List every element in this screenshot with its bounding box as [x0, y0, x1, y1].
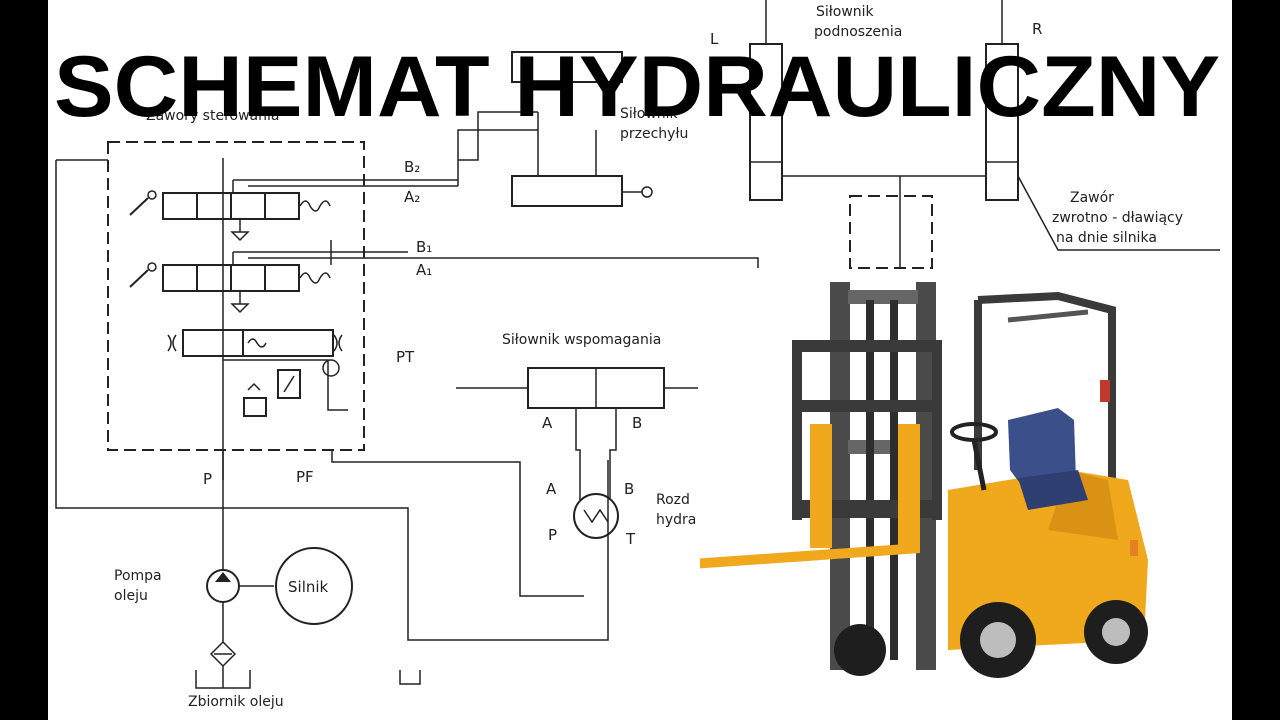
label-b1: B₁	[416, 238, 432, 256]
label-t-rozd: T	[625, 530, 636, 548]
label-a-cyl: A	[542, 414, 553, 432]
lift-cylinder-left	[749, 0, 783, 201]
lift-cylinder-right	[985, 0, 1019, 201]
label-silnik: Silnik	[288, 578, 329, 596]
label-pompa-1: Pompa	[114, 568, 162, 584]
valve-block-frame	[107, 141, 365, 451]
directional-valve-1	[129, 190, 331, 242]
label-rozd-2: hydra	[656, 512, 696, 528]
label-zawor-1: Zawór	[1070, 190, 1114, 206]
page-title: SCHEMAT HYDRAULICZNY	[54, 39, 1220, 135]
label-pompa-2: oleju	[114, 588, 148, 604]
tilt-cylinder	[511, 51, 653, 207]
label-p-rozd: P	[548, 526, 557, 544]
label-pf: PF	[296, 468, 314, 486]
label-zawory: Zawory sterowania	[146, 108, 279, 124]
label-przechylu-2: przechyłu	[620, 126, 688, 142]
label-r: R	[1032, 20, 1042, 38]
label-b2: B₂	[404, 158, 420, 176]
label-b-cyl: B	[632, 414, 642, 432]
label-zbiornik: Zbiornik oleju	[188, 694, 284, 710]
label-a-rozd: A	[546, 480, 557, 498]
label-podnoszenia-2: podnoszenia	[814, 24, 902, 40]
label-p: P	[203, 470, 212, 488]
label-rozd-1: Rozd	[656, 492, 690, 508]
label-wspomagania: Siłownik wspomagania	[502, 332, 661, 348]
label-zawor-2: zwrotno - dławiący	[1052, 210, 1183, 226]
oil-filter	[195, 630, 421, 689]
steering-cylinder	[456, 367, 698, 500]
hydraulic-schematic: Zawory sterowania	[54, 0, 1220, 710]
diagram-canvas: Zawory sterowania	[48, 0, 1232, 720]
engine	[275, 547, 353, 625]
forklift-illustration	[700, 282, 1148, 678]
label-a2: A₂	[404, 188, 420, 206]
label-podnoszenia-1: Siłownik	[816, 4, 875, 20]
directional-valve-2	[129, 262, 331, 314]
relief-valves	[243, 359, 340, 417]
label-a1: A₁	[416, 261, 432, 279]
priority-valve	[167, 329, 343, 357]
label-pt: PT	[396, 348, 415, 366]
check-throttle-frame	[849, 195, 933, 269]
steering-distributor	[573, 493, 619, 539]
label-l: L	[710, 30, 719, 48]
label-zawor-3: na dnie silnika	[1056, 230, 1157, 246]
label-b-rozd: B	[624, 480, 634, 498]
oil-pump	[206, 508, 274, 630]
label-przechylu-1: Siłownik	[620, 106, 679, 122]
